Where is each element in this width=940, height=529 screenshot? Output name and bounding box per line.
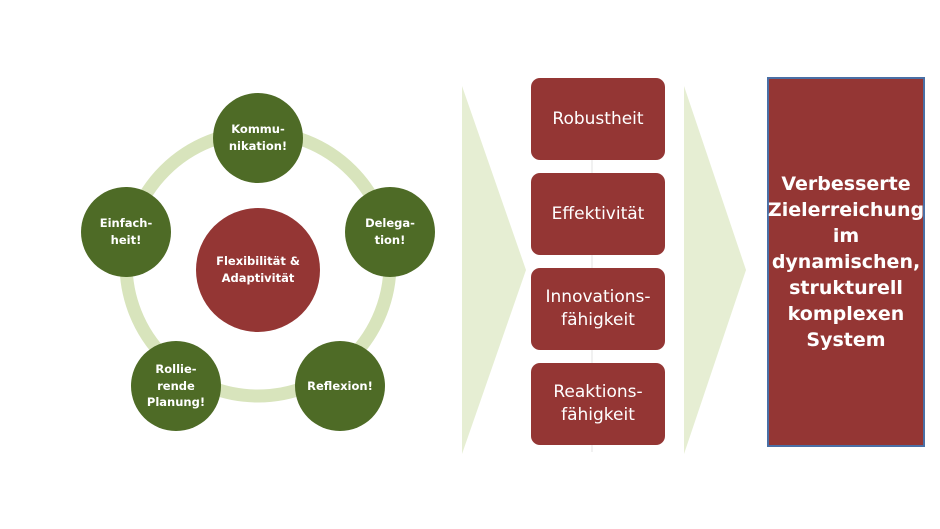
hub-flexibilitaet-adaptivitaet: Flexibilität & Adaptivität	[196, 208, 320, 332]
node-delegation: Delega- tion!	[345, 187, 435, 277]
hub-label: Flexibilität & Adaptivität	[216, 253, 300, 285]
quality-reaktionsfaehigkeit: Reaktions- fähigkeit	[531, 363, 665, 445]
node-label: Reflexion!	[307, 378, 373, 393]
arrow-chevron-1	[462, 86, 526, 454]
quality-effektivitaet: Effektivität	[531, 173, 665, 255]
node-einfachheit: Einfach- heit!	[81, 187, 171, 277]
node-label: Delega- tion!	[365, 216, 415, 247]
result-label: Verbesserte Zielerreichung im dynamische…	[767, 172, 925, 352]
arrow-chevron-2	[684, 86, 746, 454]
node-reflexion: Reflexion!	[295, 341, 385, 431]
node-label: Einfach- heit!	[99, 216, 153, 247]
quality-label: Reaktions- fähigkeit	[553, 382, 643, 425]
result-box: Verbesserte Zielerreichung im dynamische…	[767, 77, 925, 447]
quality-label: Robustheit	[552, 108, 644, 129]
node-rollierende-planung: Rollie- rende Planung!	[131, 341, 221, 431]
quality-robustheit: Robustheit	[531, 78, 665, 160]
node-label: Rollie- rende Planung!	[146, 361, 206, 410]
node-label: Kommu- nikation!	[228, 122, 288, 153]
quality-label: Innovations- fähigkeit	[545, 287, 651, 330]
node-kommunikation: Kommu- nikation!	[213, 93, 303, 183]
quality-label: Effektivität	[551, 203, 645, 224]
quality-innovationsfaehigkeit: Innovations- fähigkeit	[531, 268, 665, 350]
